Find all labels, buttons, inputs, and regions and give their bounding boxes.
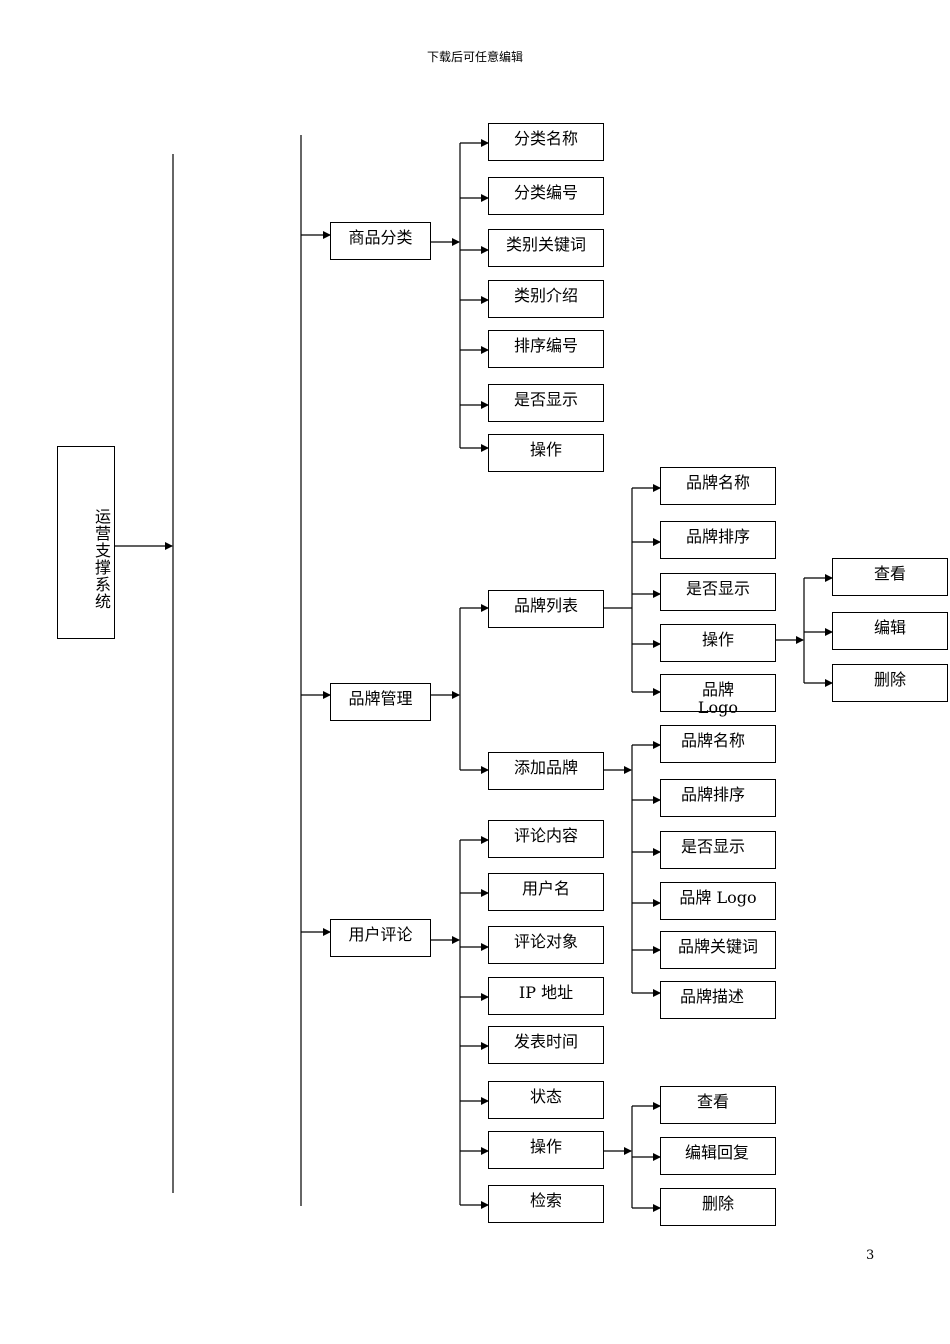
category-item: 操作: [488, 434, 604, 472]
category-item: 类别介绍: [488, 280, 604, 318]
comment-item: 发表时间: [488, 1026, 604, 1064]
brand-add-item: 品牌排序: [660, 779, 776, 817]
comment-item: 状态: [488, 1081, 604, 1119]
category-item: 分类名称: [488, 123, 604, 161]
category-item: 排序编号: [488, 330, 604, 368]
brand-add-item: 是否显示: [660, 831, 776, 869]
comment-item: IP 地址: [488, 977, 604, 1015]
comment-action: 查看: [660, 1086, 776, 1124]
comment-item: 检索: [488, 1185, 604, 1223]
brand-add-item: 品牌关键词: [660, 931, 776, 969]
brand-list-item: 操作: [660, 624, 776, 662]
brand-list-item: 品牌名称: [660, 467, 776, 505]
comment-node: 用户评论: [330, 919, 431, 957]
comment-action: 删除: [660, 1188, 776, 1226]
brand-list-item: 是否显示: [660, 573, 776, 611]
comment-item: 评论对象: [488, 926, 604, 964]
category-item: 是否显示: [488, 384, 604, 422]
brand-add-item: 品牌名称: [660, 725, 776, 763]
comment-item: 评论内容: [488, 820, 604, 858]
brand-add-node: 添加品牌: [488, 752, 604, 790]
brand-list-action: 查看: [832, 558, 948, 596]
category-item: 类别关键词: [488, 229, 604, 267]
comment-item: 操作: [488, 1131, 604, 1169]
page-header: 下载后可任意编辑: [426, 50, 523, 64]
brand-add-item: 品牌描述: [660, 981, 776, 1019]
brand-list-item: 品牌排序: [660, 521, 776, 559]
comment-action: 编辑回复: [660, 1137, 776, 1175]
brand-list-item: 品牌 Logo: [660, 674, 776, 717]
brand-list-action: 删除: [832, 664, 948, 702]
page-number: 3: [866, 1248, 875, 1263]
comment-item: 用户名: [488, 873, 604, 911]
brand-list-node: 品牌列表: [488, 590, 604, 628]
category-item: 分类编号: [488, 177, 604, 215]
brand-add-item: 品牌 Logo: [660, 882, 776, 920]
root-node: 运营支撑系统: [57, 446, 115, 639]
brand-node: 品牌管理: [330, 683, 431, 721]
brand-list-action: 编辑: [832, 612, 948, 650]
category-node: 商品分类: [330, 222, 431, 260]
